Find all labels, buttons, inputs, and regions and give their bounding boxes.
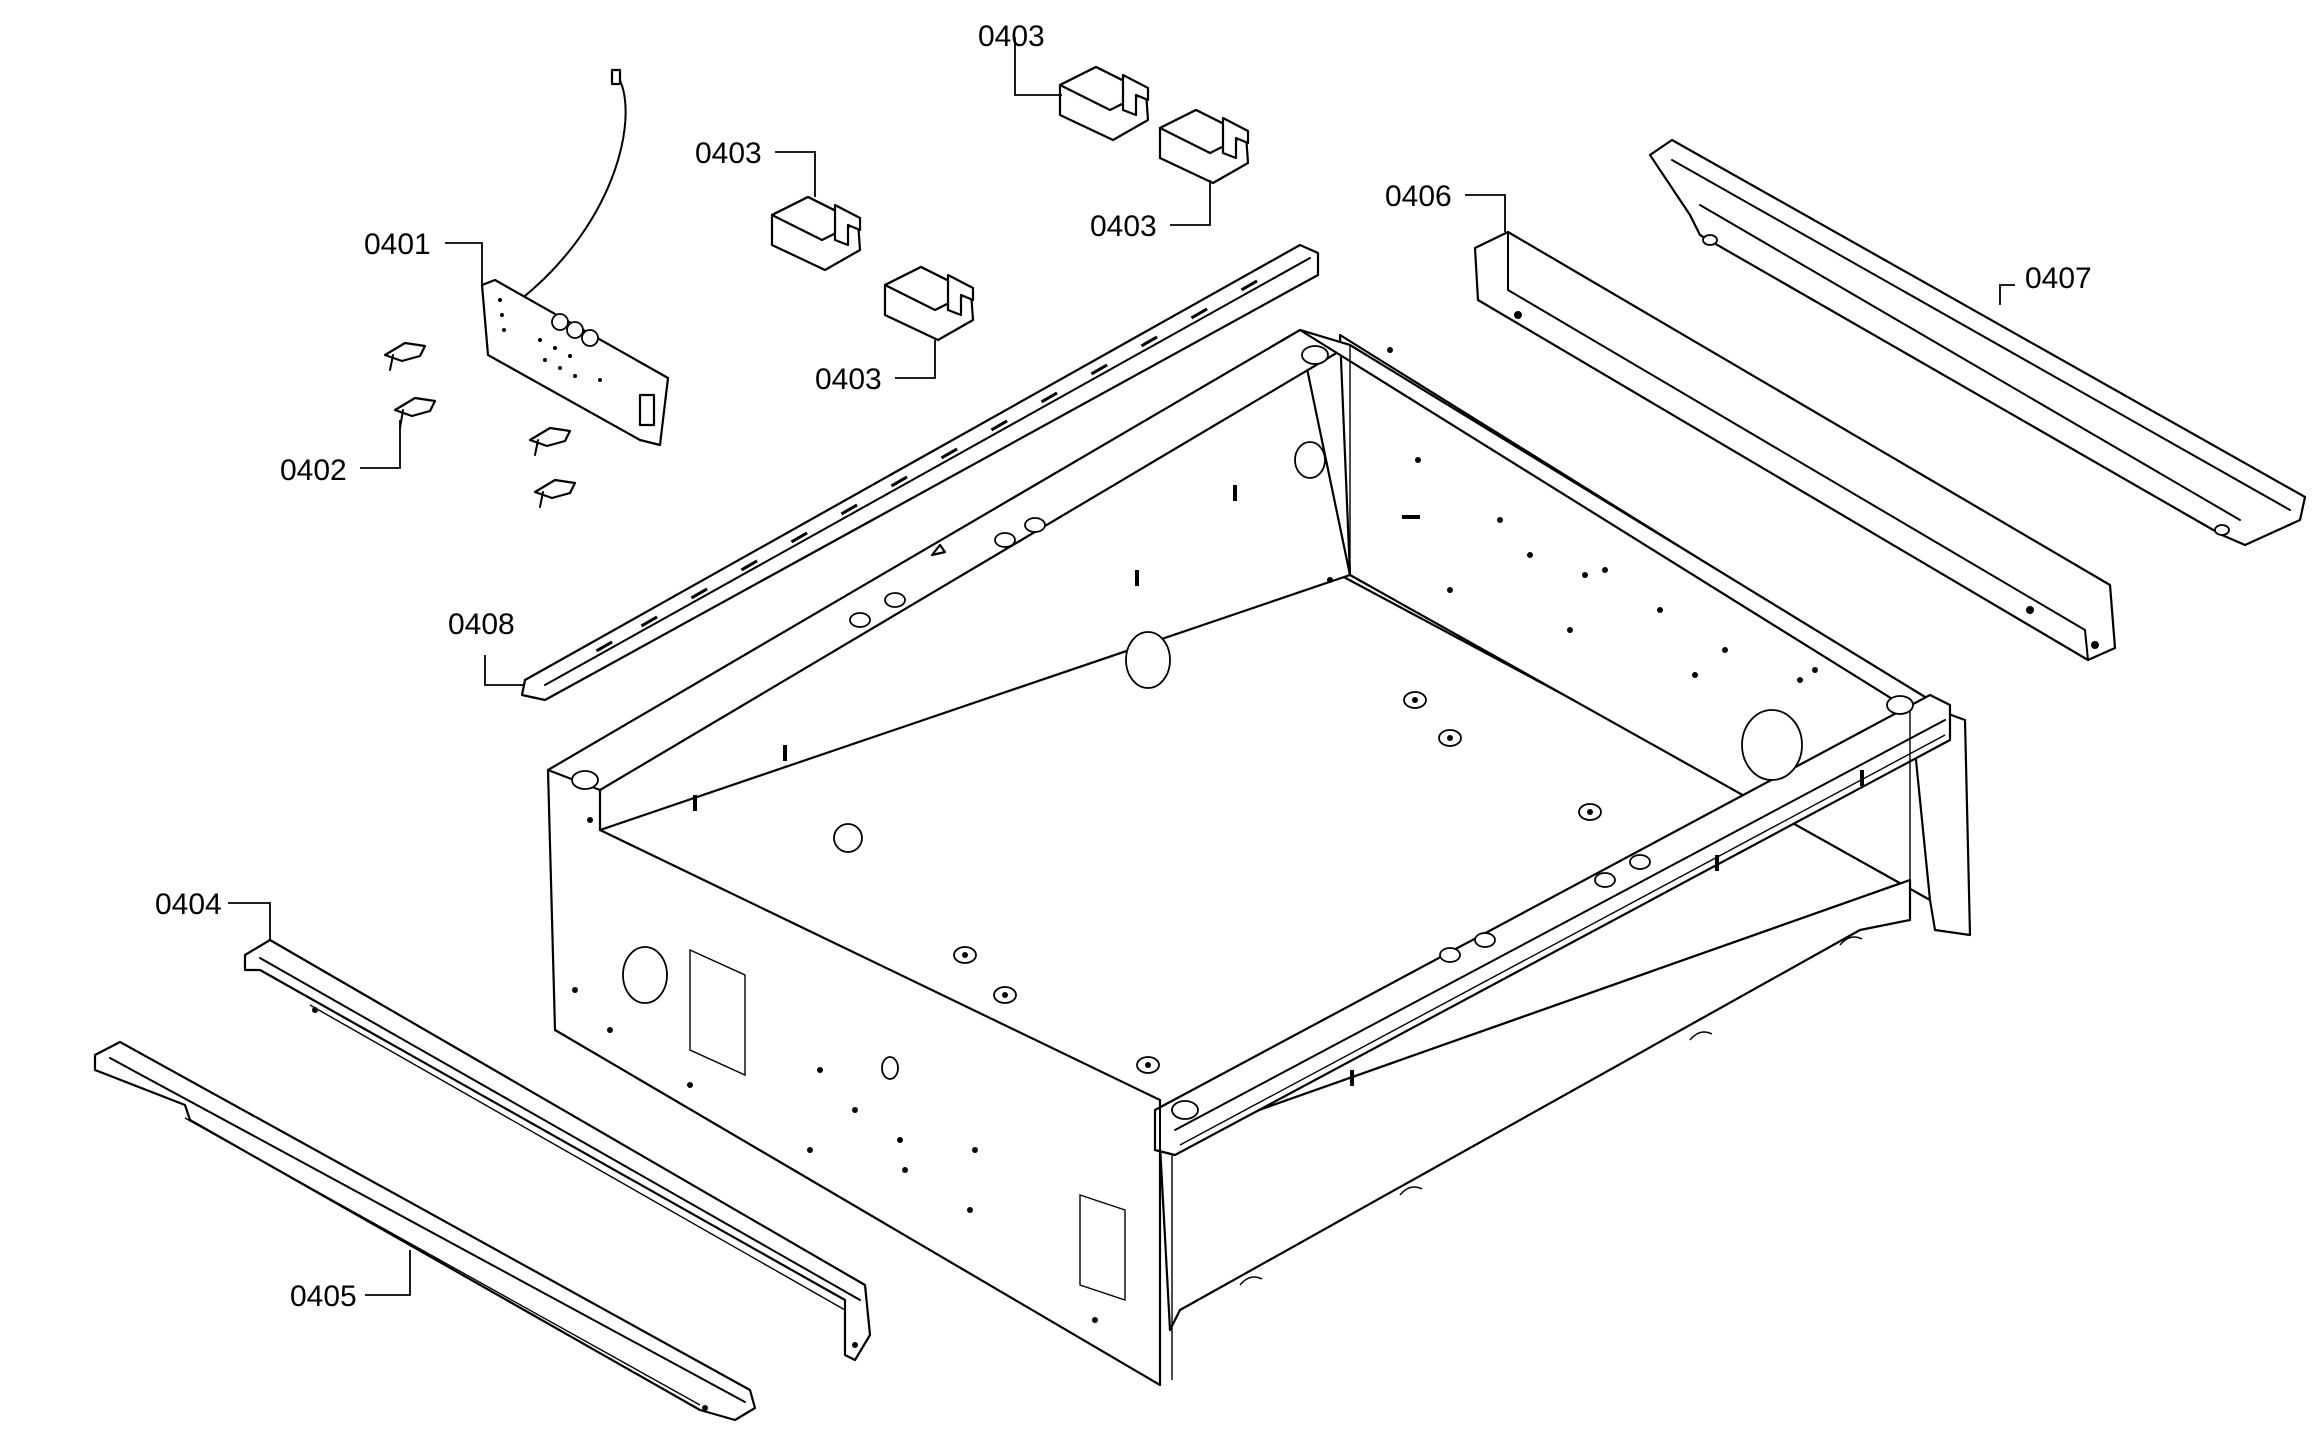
corner-ring-front-left xyxy=(1171,1100,1199,1120)
right-wall-hole xyxy=(1741,709,1803,781)
callout-0403-d: 0403 xyxy=(1090,210,1157,243)
leader-0403-b xyxy=(895,340,936,379)
leader-0402 xyxy=(360,420,401,469)
rear-rim-hole xyxy=(1024,517,1046,533)
panel-0406-edge xyxy=(1507,289,2086,631)
callout-0407: 0407 xyxy=(2025,262,2092,295)
left-wall-small-hole xyxy=(881,1056,899,1080)
corner-ring-front-right xyxy=(1886,695,1914,715)
rail-0408-tab xyxy=(930,543,947,557)
part-0407-top-rail xyxy=(1648,138,2307,547)
leader-0407 xyxy=(1999,284,2015,305)
part-0402-fasteners xyxy=(383,341,577,508)
callout-0404: 0404 xyxy=(155,888,222,921)
board-0401-components xyxy=(498,298,656,427)
rail-0407-edge xyxy=(1671,159,2291,511)
floor-grommet xyxy=(833,823,863,853)
back-wall-hole xyxy=(1125,631,1171,689)
part-0406-side-panel xyxy=(1473,230,2117,662)
leader-0404 xyxy=(228,902,271,940)
board-0401-wire xyxy=(519,74,627,301)
part-0408-rear-rail xyxy=(520,243,1320,702)
callout-0403-a: 0403 xyxy=(695,137,762,170)
leader-0403-a xyxy=(775,151,816,197)
leader-lines xyxy=(228,37,2015,1296)
rail-0407-edge xyxy=(1699,204,2241,521)
panel-0406-hole xyxy=(2026,606,2034,614)
part-0405-bottom-trim xyxy=(93,1040,757,1422)
back-wall-small-hole xyxy=(1294,441,1326,479)
trim-0405-hole xyxy=(702,1405,708,1411)
rail-0407-hole xyxy=(1702,234,1718,246)
leader-0403-c xyxy=(1014,37,1062,96)
callout-0406: 0406 xyxy=(1385,180,1452,213)
rail-0408-edge xyxy=(544,257,1311,686)
fastener-clip xyxy=(393,396,437,429)
front-rail-hole xyxy=(1594,872,1616,888)
callout-0402: 0402 xyxy=(280,454,347,487)
housing-front-top-rail xyxy=(1153,693,1952,1157)
trim-0404-edge xyxy=(259,957,861,1301)
front-rail-hole xyxy=(1629,854,1651,870)
fastener-clip xyxy=(533,478,577,508)
leader-0406 xyxy=(1465,194,1506,232)
fastener-clip xyxy=(383,341,427,371)
callout-labels: 0401 0402 0403 0403 0403 0403 0406 0407 … xyxy=(155,20,2092,1313)
left-wall-hole xyxy=(622,946,668,1004)
rail-edge-line xyxy=(1174,719,1946,1131)
rear-rim-hole xyxy=(994,532,1016,548)
drawer-housing xyxy=(546,328,1972,1387)
panel-0406-edge xyxy=(2084,629,2089,661)
floor-standoffs xyxy=(953,691,1602,1074)
trim-0404-hole xyxy=(312,1007,318,1013)
part-0401-circuit-board xyxy=(480,68,670,447)
callout-0403-c: 0403 xyxy=(978,20,1045,53)
corner-ring-rear-left xyxy=(571,770,599,790)
front-wall-cutout xyxy=(1079,1194,1126,1301)
rear-rim-hole xyxy=(849,612,871,628)
skirt-tabs xyxy=(1239,936,1863,1286)
trim-0404-body xyxy=(243,938,872,1362)
rear-rim-hole xyxy=(884,592,906,608)
callout-0403-b: 0403 xyxy=(815,363,882,396)
board-0401-pcb xyxy=(480,278,670,447)
panel-0406-hole xyxy=(1514,311,1522,319)
trim-0404-hole xyxy=(852,1342,858,1348)
left-wall-cutout xyxy=(689,948,746,1077)
callout-0401: 0401 xyxy=(364,228,431,261)
leader-0408 xyxy=(484,655,525,686)
front-rail-hole xyxy=(1474,932,1496,948)
housing-front-right-bracket xyxy=(1908,698,1972,937)
trim-0404-lip xyxy=(309,1004,846,1311)
rail-0408-slots xyxy=(595,279,1258,653)
part-0404-front-trim xyxy=(243,938,872,1362)
callout-0408: 0408 xyxy=(448,608,515,641)
part-0403-relay-block xyxy=(1158,108,1250,185)
wall-fastener-marks xyxy=(572,347,1864,1323)
part-0403-relay-block xyxy=(883,265,975,342)
leader-0403-d xyxy=(1170,180,1211,226)
part-0403-relay-block xyxy=(770,195,862,272)
trim-0405-body xyxy=(93,1040,757,1422)
board-0401-connector-tip xyxy=(610,68,622,86)
trim-0405-edge xyxy=(109,1057,746,1403)
front-rail-hole xyxy=(1439,947,1461,963)
corner-ring-rear-right xyxy=(1301,345,1329,365)
leader-0401 xyxy=(445,242,483,285)
leader-0405 xyxy=(365,1250,411,1296)
rail-inner-line xyxy=(1179,734,1946,1146)
rail-0407-hole xyxy=(2214,524,2230,536)
trim-0405-lip xyxy=(184,1117,701,1406)
part-0403-relay-block xyxy=(1058,65,1150,142)
fastener-clip xyxy=(528,426,572,456)
rail-0407-body xyxy=(1648,138,2307,547)
callout-0405: 0405 xyxy=(290,1280,357,1313)
panel-0406-hole xyxy=(2091,641,2099,649)
